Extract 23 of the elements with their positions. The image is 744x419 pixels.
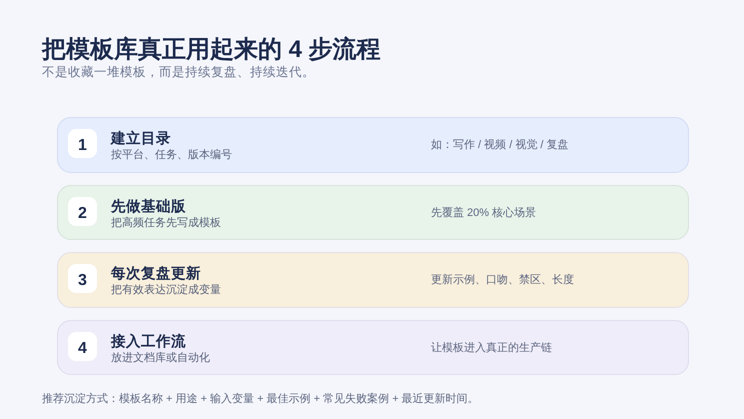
number-badge: 1: [68, 129, 97, 158]
step-card: [57, 117, 689, 173]
step-card: [57, 252, 689, 308]
step-title: 先做基础版: [111, 198, 186, 216]
step-card: [57, 320, 689, 375]
footnote: 推荐沉淀方式：模板名称 + 用途 + 输入变量 + 最佳示例 + 常见失败案例 + 最近更新时间。: [42, 392, 479, 407]
step-note: 让模板进入真正的生产链: [431, 341, 552, 355]
subtitle: 不是收藏一堆模板，而是持续复盘、持续迭代。: [42, 64, 315, 80]
step-description: 放进文档库或自动化: [111, 351, 210, 365]
step-description: 把有效表达沉淀成变量: [111, 283, 221, 297]
step-note: 如：写作 / 视频 / 视觉 / 复盘: [431, 138, 569, 152]
number-badge: 3: [68, 264, 97, 293]
step-description: 把高频任务先写成模板: [111, 216, 221, 230]
step-note: 更新示例、口吻、禁区、长度: [431, 273, 574, 287]
step-card: [57, 185, 689, 240]
step-title: 每次复盘更新: [111, 265, 201, 283]
number-badge: 2: [68, 197, 97, 226]
step-title: 接入工作流: [111, 333, 186, 351]
number-badge: 4: [68, 332, 97, 361]
step-note: 先覆盖 20% 核心场景: [431, 206, 536, 220]
step-title: 建立目录: [111, 130, 171, 148]
step-description: 按平台、任务、版本编号: [111, 148, 232, 162]
title: 把模板库真正用起来的 4 步流程: [42, 36, 381, 64]
